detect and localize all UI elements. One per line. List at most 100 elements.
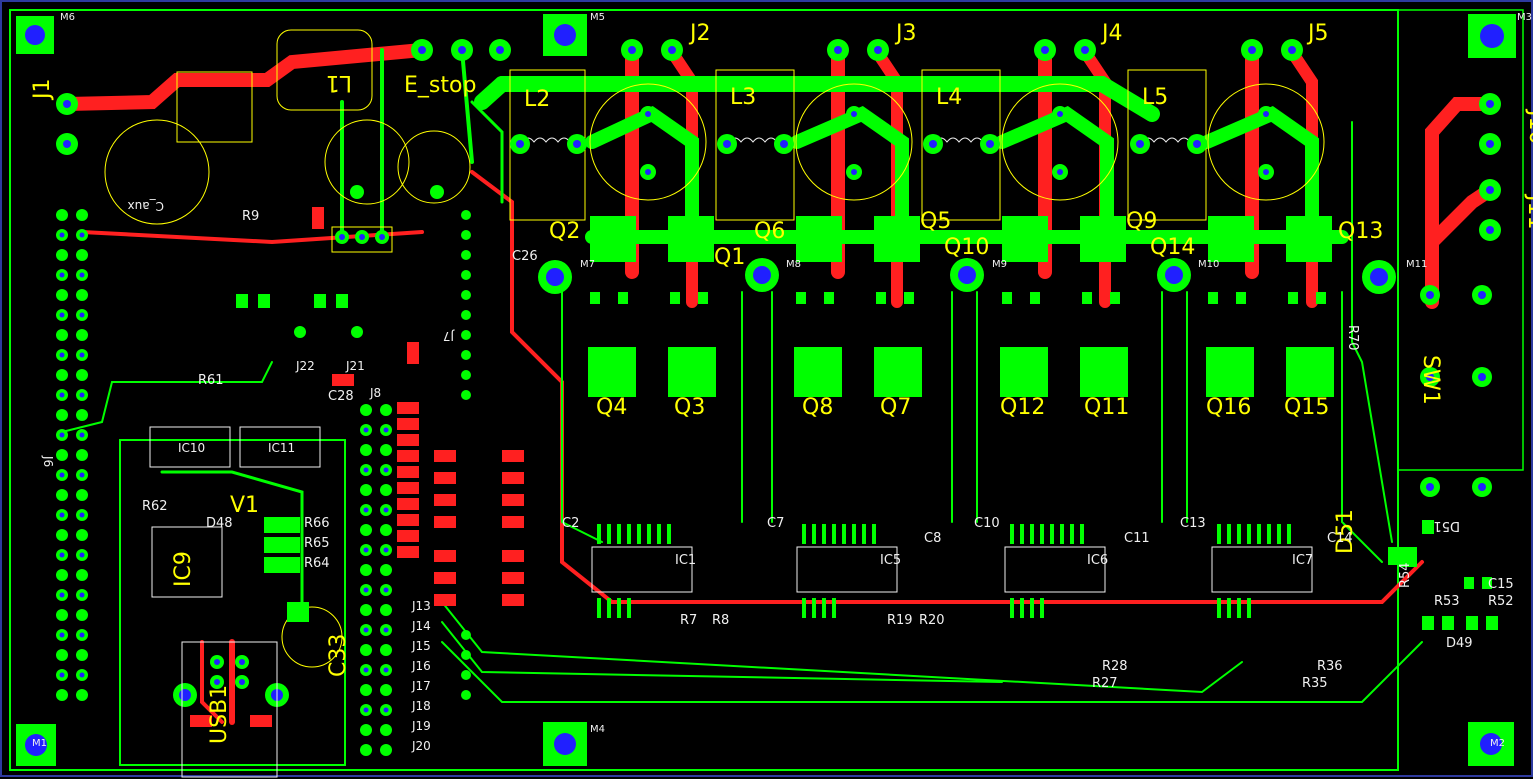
label-j15: J15	[411, 639, 431, 653]
label-m8: M8	[786, 259, 801, 270]
label-c8: C8	[924, 531, 941, 546]
label-j17: J17	[411, 679, 431, 693]
label-q7: Q7	[880, 395, 911, 420]
label-l1: L1	[326, 70, 352, 95]
label-c26: C26	[512, 249, 538, 264]
label-m11: M11	[1406, 259, 1427, 270]
label-m1: M1	[32, 738, 47, 749]
smd-pads-bottom	[190, 207, 524, 727]
label-usb1: USB1	[207, 685, 232, 744]
mosfet-pads-top	[590, 216, 1332, 262]
label-ic5: IC5	[880, 553, 901, 568]
label-r28: R28	[1102, 659, 1128, 674]
label-j5: J5	[1306, 21, 1329, 46]
label-r52: R52	[1488, 594, 1514, 609]
label-d51-small: D51	[1433, 518, 1460, 533]
label-j22: J22	[295, 359, 315, 373]
label-r20: R20	[919, 613, 945, 628]
smd-pads	[236, 292, 1498, 630]
label-j11: J11	[1523, 193, 1533, 229]
label-r62: R62	[142, 499, 168, 514]
label-r35: R35	[1302, 676, 1328, 691]
label-ic1: IC1	[675, 553, 696, 568]
label-q9: Q9	[1126, 209, 1157, 234]
silk-outlines	[104, 29, 1325, 668]
label-q15: Q15	[1284, 395, 1329, 420]
label-c15: C15	[1488, 577, 1514, 592]
label-j14: J14	[411, 619, 431, 633]
ic-pins	[597, 524, 1417, 618]
label-c33: C33	[326, 634, 351, 677]
label-r27: R27	[1092, 676, 1118, 691]
label-c28: C28	[328, 389, 354, 404]
label-q13: Q13	[1338, 219, 1383, 244]
label-r19: R19	[887, 613, 913, 628]
label-r61: R61	[198, 373, 224, 388]
label-j18: J18	[411, 699, 431, 713]
label-j2: J2	[688, 21, 711, 46]
label-l2: L2	[524, 87, 550, 112]
sw-section-outline	[1397, 9, 1524, 471]
label-q14: Q14	[1150, 235, 1195, 260]
label-l3: L3	[730, 85, 756, 110]
label-m10: M10	[1198, 259, 1219, 270]
label-q16: Q16	[1206, 395, 1251, 420]
label-d48: D48	[206, 516, 233, 531]
label-q2: Q2	[549, 219, 580, 244]
label-ic9: IC9	[171, 551, 196, 587]
label-q6: Q6	[754, 219, 785, 244]
label-caux: C_aux	[128, 199, 164, 213]
ic-footprints	[149, 426, 1313, 778]
label-ic7: IC7	[1292, 553, 1313, 568]
label-j21: J21	[345, 359, 365, 373]
label-q1: Q1	[714, 245, 745, 270]
label-c2: C2	[562, 516, 579, 531]
label-l4: L4	[936, 85, 962, 110]
label-ic11: IC11	[268, 441, 295, 455]
label-sw1: SW1	[1418, 355, 1443, 405]
label-j7: J7	[443, 329, 455, 343]
label-m4: M4	[590, 724, 605, 735]
label-q3: Q3	[674, 395, 705, 420]
label-ic10: IC10	[178, 441, 205, 455]
label-j8: J8	[369, 386, 381, 400]
label-j4: J4	[1100, 21, 1123, 46]
label-j19: J19	[411, 719, 431, 733]
through-hole-pads	[56, 39, 1501, 689]
label-r65: R65	[304, 536, 330, 551]
label-c13: C13	[1180, 516, 1206, 531]
usb-section-outline	[119, 439, 346, 766]
label-q8: Q8	[802, 395, 833, 420]
label-l5: L5	[1142, 85, 1168, 110]
label-j16: J16	[411, 659, 431, 673]
label-r54: R54	[1398, 562, 1413, 588]
label-q12: Q12	[1000, 395, 1045, 420]
label-q11: Q11	[1084, 395, 1129, 420]
label-r36: R36	[1317, 659, 1343, 674]
header-pins	[56, 209, 471, 756]
label-r53: R53	[1434, 594, 1460, 609]
label-c7: C7	[767, 516, 784, 531]
label-c11: C11	[1124, 531, 1150, 546]
label-r7: R7	[680, 613, 697, 628]
label-r8: R8	[712, 613, 729, 628]
inductor-coils	[521, 137, 1191, 143]
silk-labels: M6 M5 M3 M1 M4 M2 M7 M8 M9 M10 M11 IC1 I…	[32, 12, 1532, 753]
label-d51: D51	[1333, 509, 1358, 554]
label-j13: J13	[411, 599, 431, 613]
label-j3: J3	[894, 21, 917, 46]
mounting-holes	[16, 14, 1516, 766]
label-r9: R9	[242, 209, 259, 224]
label-estop: E_stop	[404, 73, 476, 98]
label-r70: R70	[1345, 325, 1360, 351]
mosfet-pads-bottom	[588, 347, 1334, 397]
label-m3: M3	[1517, 12, 1532, 23]
label-c14: C14	[1327, 531, 1353, 546]
label-m2: M2	[1490, 738, 1505, 749]
label-j1: J1	[30, 79, 55, 102]
label-q10: Q10	[944, 235, 989, 260]
label-v1: V1	[230, 493, 259, 518]
label-r66: R66	[304, 516, 330, 531]
